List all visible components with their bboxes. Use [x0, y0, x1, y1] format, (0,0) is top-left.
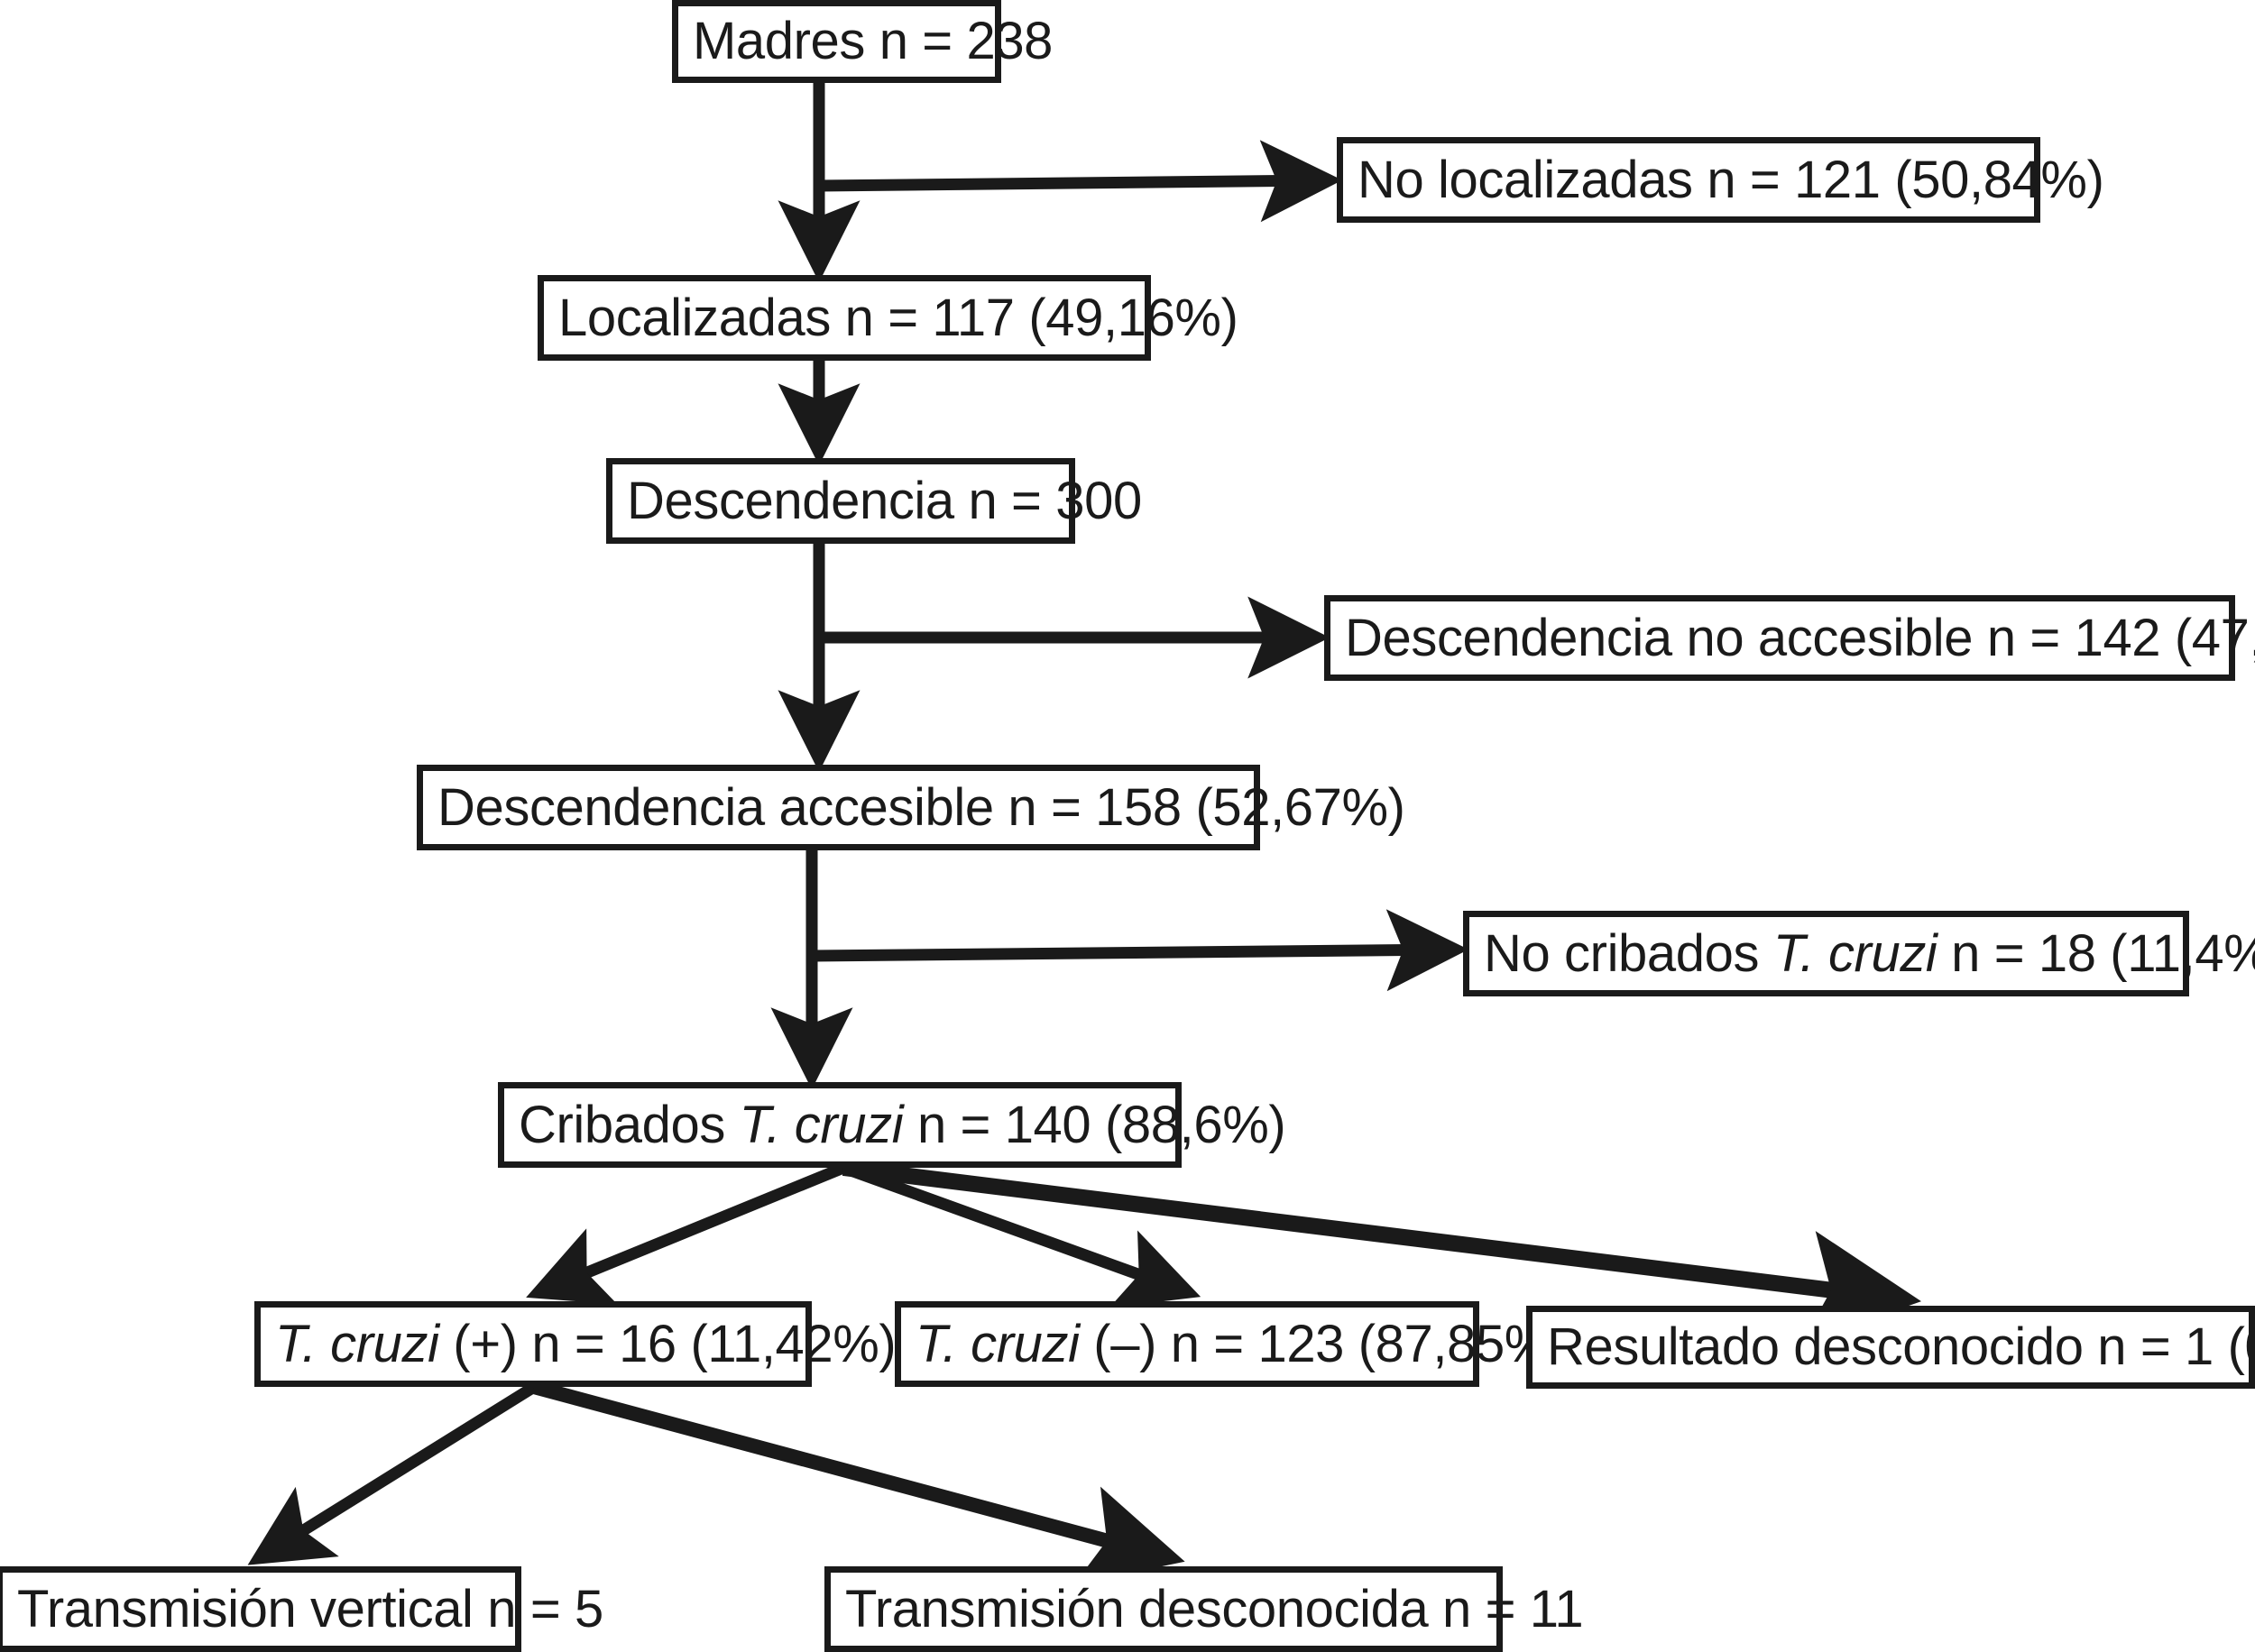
- edge-positivo-to-transmision-desconocida: [531, 1380, 1185, 1584]
- edge-madres-to-no-localizadas: [818, 140, 1343, 223]
- descendencia-accesible-label: Descendencia accesible n = 158 (52,67%): [437, 777, 1405, 837]
- t-cruzi-positivo-label: T. cruzi (+) n = 16 (11,42%): [275, 1314, 897, 1373]
- no-cribados-label: No cribados T. cruzi n = 18 (11,4%): [1484, 923, 2255, 983]
- transmision-desconocida-label: Transmisión desconocida n = 11: [845, 1579, 1584, 1638]
- madres-label: Madres n = 238: [693, 12, 1054, 70]
- resultado-desconocido-label: Resultado desconocido n = 1 (0,73%): [1547, 1317, 2255, 1376]
- edge-cribados-to-negativo: [841, 1161, 1201, 1308]
- no-cribados-box: No cribados T. cruzi n = 18 (11,4%): [1463, 911, 2255, 996]
- edge-positivo-to-transmision-vertical: [247, 1381, 538, 1565]
- t-cruzi-negativo-label: T. cruzi (–) n = 123 (87,85%): [916, 1314, 1568, 1373]
- no-localizadas-box: No localizadas n = 121 (50,84%): [1337, 137, 2104, 223]
- edge-cribados-to-positivo: [526, 1161, 846, 1305]
- t-cruzi-positivo-box: T. cruzi (+) n = 16 (11,42%): [254, 1301, 897, 1387]
- resultado-desconocido-box: Resultado desconocido n = 1 (0,73%): [1526, 1306, 2255, 1389]
- madres-box: Madres n = 238: [672, 0, 1053, 83]
- no-localizadas-label: No localizadas n = 121 (50,84%): [1358, 150, 2104, 209]
- descendencia-no-accesible-label: Descendencia no accesible n = 142 (47,33…: [1345, 608, 2255, 667]
- descendencia-label: Descendencia n = 300: [627, 471, 1142, 530]
- transmision-vertical-label: Transmisión vertical n = 5: [17, 1579, 603, 1638]
- descendencia-box: Descendencia n = 300: [606, 458, 1142, 544]
- cribados-label: Cribados T. cruzi n = 140 (88,6%): [519, 1095, 1286, 1154]
- localizadas-label: Localizadas n = 117 (49,16%): [558, 288, 1238, 347]
- descendencia-no-accesible-box: Descendencia no accesible n = 142 (47,33…: [1324, 595, 2255, 681]
- t-cruzi-negativo-box: T. cruzi (–) n = 123 (87,85%): [895, 1301, 1568, 1387]
- descendencia-accesible-box: Descendencia accesible n = 158 (52,67%): [417, 765, 1405, 850]
- cribados-box: Cribados T. cruzi n = 140 (88,6%): [498, 1082, 1286, 1168]
- edge-cribados-to-desconocido: [842, 1160, 1922, 1345]
- transmision-desconocida-box: Transmisión desconocida n = 11: [824, 1566, 1584, 1652]
- transmision-vertical-box: Transmisión vertical n = 5: [0, 1566, 603, 1652]
- localizadas-box: Localizadas n = 117 (49,16%): [538, 275, 1238, 361]
- edge-accesible-to-no-cribados: [811, 909, 1469, 992]
